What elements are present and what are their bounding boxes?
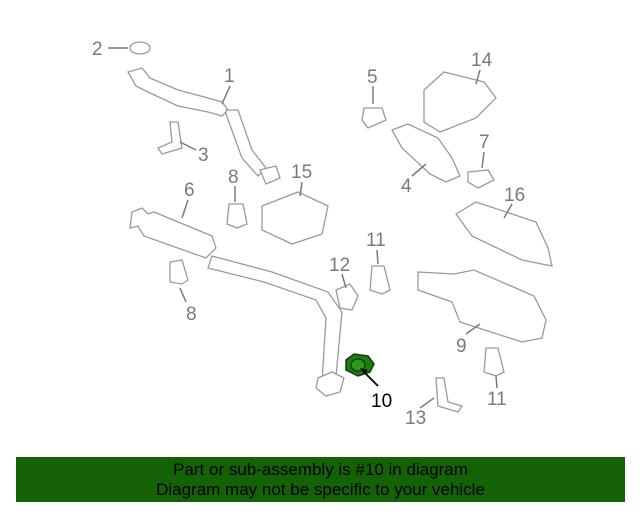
callout-11[interactable]: 11: [366, 230, 386, 251]
leader-lines: [108, 47, 513, 409]
part-5-gasket[interactable]: [361, 107, 387, 129]
callout-7[interactable]: 7: [479, 132, 490, 153]
part-6-resonator-pipe[interactable]: [129, 207, 345, 397]
part-12-clamp[interactable]: [335, 283, 359, 311]
callout-3[interactable]: 3: [198, 145, 209, 166]
part-13-bracket[interactable]: [435, 377, 464, 413]
part-4-converter[interactable]: [391, 123, 461, 183]
callout-10-highlighted[interactable]: 10: [371, 391, 392, 412]
callout-6[interactable]: 6: [184, 180, 195, 201]
part-info-banner: Part or sub-assembly is #10 in diagram D…: [16, 457, 625, 502]
callout-15[interactable]: 15: [291, 162, 312, 183]
callout-8[interactable]: 8: [186, 304, 197, 325]
part-14-heat-shield[interactable]: [423, 71, 497, 133]
part-11-hanger[interactable]: [483, 347, 505, 377]
part-8-hanger[interactable]: [226, 203, 248, 229]
banner-line-part: Part or sub-assembly is #10 in diagram: [173, 460, 468, 479]
callout-2[interactable]: 2: [92, 39, 103, 60]
part-9-muffler[interactable]: [417, 269, 547, 343]
callout-14[interactable]: 14: [471, 50, 493, 71]
part-1-front-pipe[interactable]: [127, 67, 281, 185]
callout-11[interactable]: 11: [487, 389, 507, 410]
callout-5[interactable]: 5: [367, 67, 378, 88]
part-16-heat-shield[interactable]: [455, 201, 553, 267]
callout-16[interactable]: 16: [504, 185, 525, 206]
part-7-gasket[interactable]: [467, 169, 495, 189]
banner-line-disclaimer: Diagram may not be specific to your vehi…: [156, 480, 485, 499]
callout-1[interactable]: 1: [224, 66, 235, 87]
exhaust-parts-diagram: 2 1 3 8 15 6 8 5 14 7 4 16 11 12 9 10 11…: [92, 39, 553, 429]
part-8-hanger[interactable]: [169, 259, 189, 285]
callout-12[interactable]: 12: [329, 255, 350, 276]
callout-4[interactable]: 4: [401, 176, 412, 197]
part-15-heat-shield[interactable]: [261, 191, 329, 245]
callout-13[interactable]: 13: [405, 408, 426, 429]
callout-9[interactable]: 9: [456, 336, 467, 357]
part-3-bracket[interactable]: [157, 121, 183, 155]
part-2-gasket[interactable]: [129, 41, 151, 55]
part-10-gasket-highlighted[interactable]: [345, 353, 375, 377]
part-11-hanger[interactable]: [369, 265, 391, 295]
callout-8[interactable]: 8: [228, 167, 239, 188]
